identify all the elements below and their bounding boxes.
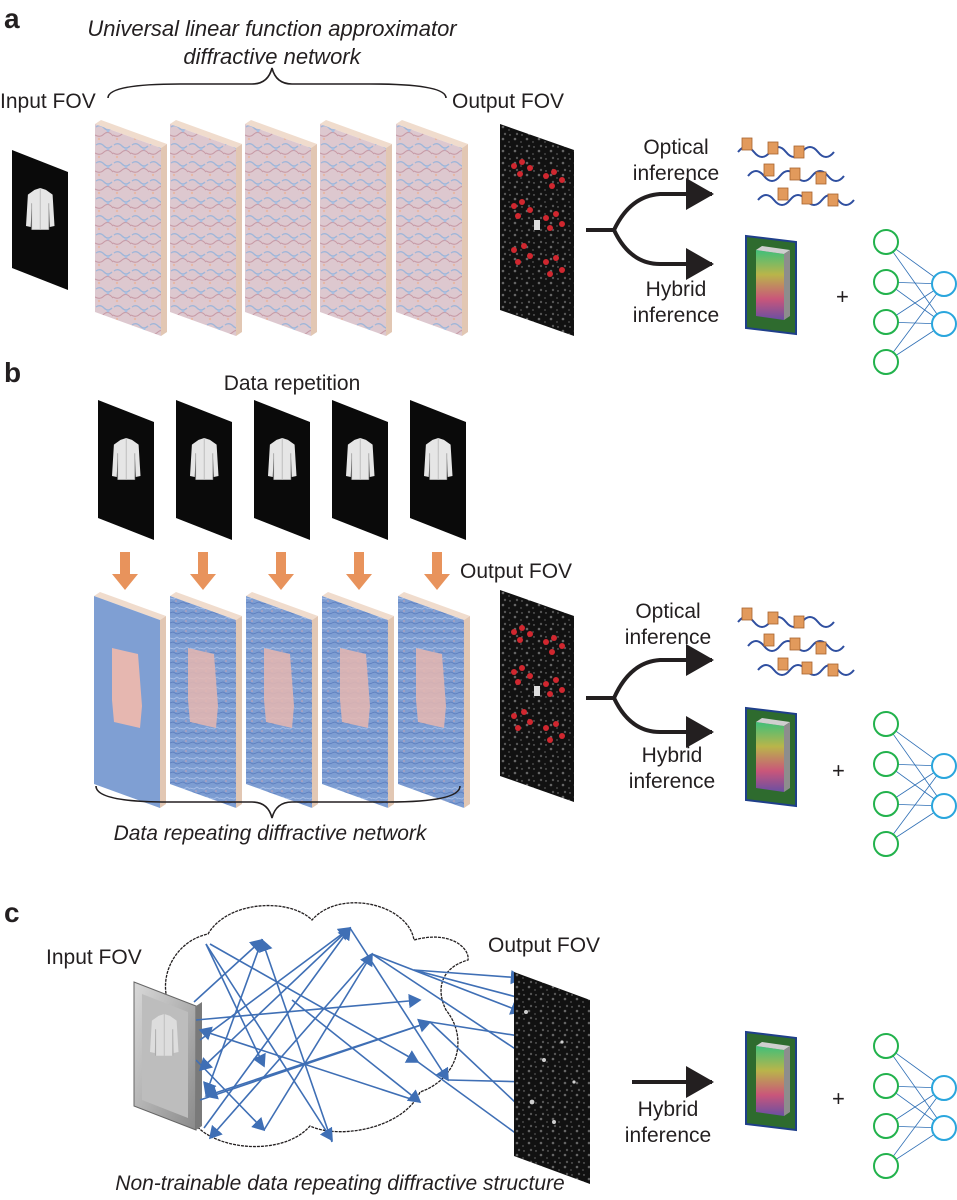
diffractive-layer (322, 592, 394, 808)
photonic-network-icon (737, 137, 855, 207)
non-trainable-cloud (154, 902, 469, 1148)
panel-a-input-fov-label: Input FOV (0, 90, 96, 113)
panel-b-output-fov (500, 590, 574, 802)
neural-network-icon (873, 229, 957, 375)
panel-b-diffractive-layers (94, 592, 470, 808)
panel-c-output-fov-label: Output FOV (488, 934, 600, 957)
repeated-input-fov (410, 400, 466, 540)
panel-b: b Data repetition (4, 357, 957, 857)
diffractive-layer (246, 592, 318, 808)
panel-a-plus: + (836, 284, 849, 309)
chip-icon (745, 1031, 797, 1131)
panel-a: a Universal linear function approximator… (0, 3, 957, 375)
panel-b-optical-label-1: Optical (635, 600, 700, 623)
panel-c-input-fov (133, 981, 202, 1131)
panel-a-hybrid-label-2: inference (633, 304, 719, 327)
panel-a-hybrid-label-1: Hybrid (646, 278, 707, 301)
panel-c-plus: + (832, 1086, 845, 1111)
panel-c-caption: Non-trainable data repeating diffractive… (115, 1172, 564, 1195)
diffractive-layer (95, 120, 167, 336)
panel-a-optical-label-2: inference (633, 162, 719, 185)
panel-b-label: b (4, 357, 21, 388)
panel-b-plus: + (832, 758, 845, 783)
panel-a-output-fov (500, 124, 574, 336)
panel-b-hybrid-label-2: inference (629, 770, 715, 793)
panel-a-label: a (4, 3, 20, 34)
diffractive-layer (170, 120, 242, 336)
diffractive-layer (396, 120, 468, 336)
panel-b-repeat-arrows (112, 552, 450, 590)
repeated-input-fov (98, 400, 154, 540)
panel-c: c Input FOV Output FOV (4, 897, 957, 1195)
diffractive-layer (398, 592, 470, 808)
panel-a-title-line2: diffractive network (183, 44, 361, 69)
panel-a-output-fov-label: Output FOV (452, 90, 564, 113)
panel-b-data-repetition-label: Data repetition (224, 372, 361, 395)
panel-c-label: c (4, 897, 20, 928)
photonic-network-icon (737, 607, 855, 677)
chip-icon (745, 707, 797, 807)
repeated-input-fov (332, 400, 388, 540)
panel-b-network-caption: Data repeating diffractive network (114, 822, 428, 845)
panel-b-output-fov-label: Output FOV (460, 560, 572, 583)
diffractive-layer (245, 120, 317, 336)
panel-b-bottom-brace (95, 785, 461, 819)
panel-c-input-fov-label: Input FOV (46, 946, 142, 969)
diffractive-layer (320, 120, 392, 336)
panel-a-fork-arrows (586, 178, 714, 280)
chip-icon (745, 235, 797, 335)
panel-a-title-line1: Universal linear function approximator (87, 16, 458, 41)
neural-network-icon (873, 1033, 957, 1179)
diffractive-layer (94, 592, 166, 808)
panel-c-hybrid-label-2: inference (625, 1124, 711, 1147)
panel-c-ray-arrows (193, 926, 538, 1149)
panel-a-input-fov (12, 150, 68, 290)
panel-b-hybrid-label-1: Hybrid (642, 744, 703, 767)
diffractive-layer (170, 592, 242, 808)
repeated-input-fov (254, 400, 310, 540)
panel-b-fork-arrows (586, 644, 714, 748)
panel-a-diffractive-layers (95, 120, 468, 336)
panel-c-hybrid-label-1: Hybrid (638, 1098, 699, 1121)
panel-b-optical-label-2: inference (625, 626, 711, 649)
panel-c-output-fov (514, 972, 590, 1184)
repeated-input-fov (176, 400, 232, 540)
panel-a-top-brace (107, 67, 447, 99)
neural-network-icon (873, 711, 957, 857)
panel-a-optical-label-1: Optical (643, 136, 708, 159)
panel-b-repeated-inputs (98, 400, 466, 540)
